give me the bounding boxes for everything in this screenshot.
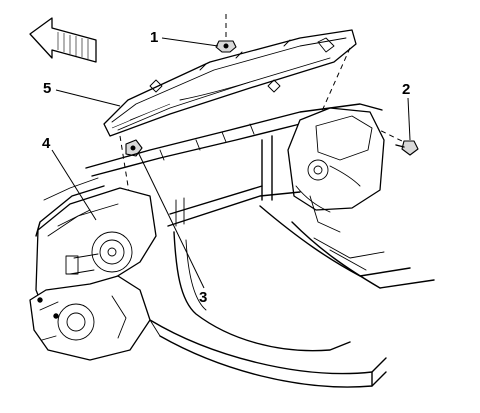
leader-line-2 <box>407 97 411 141</box>
instrument-panel-body-structure <box>29 103 435 388</box>
callout-label-3: 3 <box>199 289 208 306</box>
nut-fastener-part-1 <box>215 14 237 53</box>
callout-label-4: 4 <box>42 135 51 152</box>
bolt-fastener-part-2 <box>364 122 419 156</box>
callout-label-2: 2 <box>402 81 411 98</box>
callout-leaders <box>51 37 411 289</box>
leader-line-3 <box>137 151 205 289</box>
leader-line-5 <box>55 89 121 107</box>
leader-line-1 <box>161 37 219 47</box>
callout-label-5: 5 <box>43 80 52 97</box>
leader-line-4 <box>51 149 97 221</box>
upper-cowl-panel-part-5 <box>103 29 357 137</box>
front-direction-arrow-icon <box>29 17 97 63</box>
callout-label-1: 1 <box>150 29 159 46</box>
